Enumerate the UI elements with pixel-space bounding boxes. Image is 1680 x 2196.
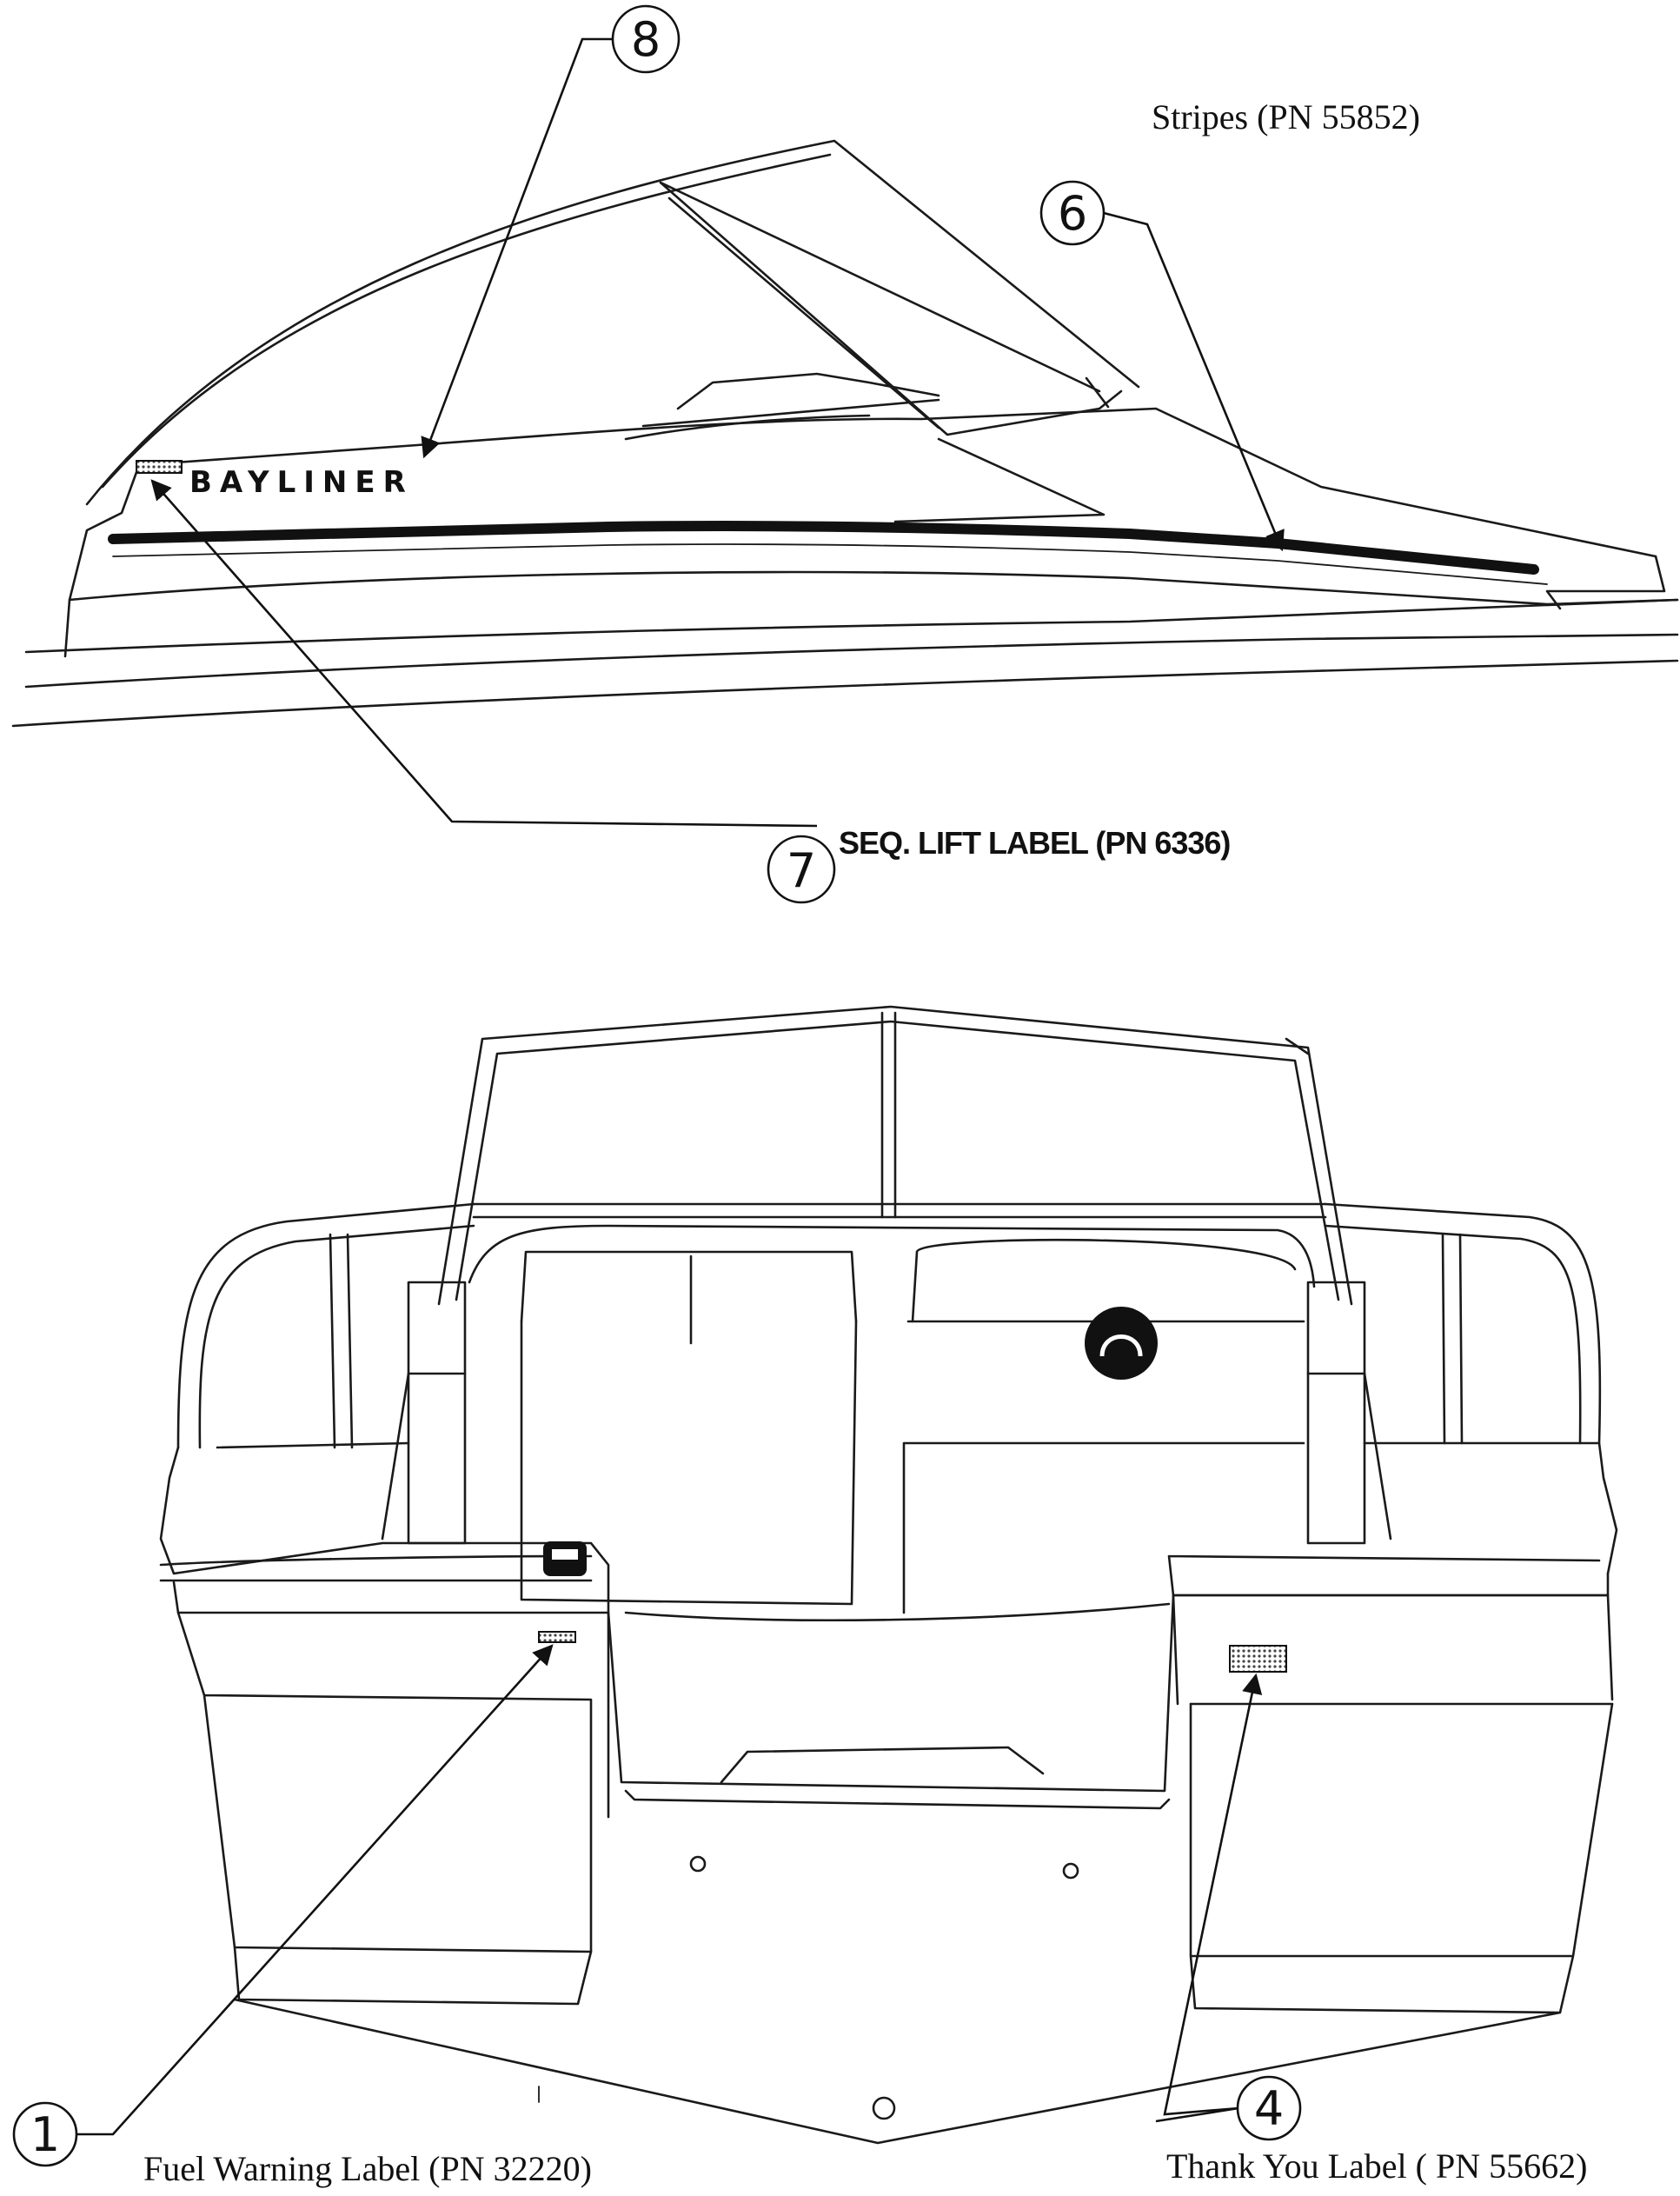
fuel-warning-label-marker — [538, 1631, 576, 1643]
callout-7: 7 SEQ. LIFT LABEL (PN 6336) — [150, 479, 1231, 904]
engine-cover — [520, 1320, 858, 1606]
bimini-frame — [85, 139, 1140, 506]
thank-you-label-text: Thank You Label ( PN 55662) — [1166, 2146, 1587, 2186]
rear-view — [159, 1005, 1618, 2145]
seq-lift-label-marker — [136, 460, 183, 474]
hull-bottom — [233, 1998, 1562, 2145]
rear-seat-back — [468, 1224, 1316, 1288]
deck-line — [137, 407, 1657, 558]
bow — [1545, 555, 1666, 610]
callout-7-number: 7 — [787, 843, 816, 898]
side-view: BAYLINER — [11, 139, 1679, 728]
callout-1-number: 1 — [30, 2107, 60, 2162]
seq-lift-label-text: SEQ. LIFT LABEL (PN 6336) — [839, 825, 1230, 861]
callout-6-number: 6 — [1058, 186, 1087, 241]
callout-4: 4 Thank You Label ( PN 55662) — [1155, 1673, 1587, 2186]
callout-1: 1 Fuel Warning Label (PN 32220) — [12, 1644, 592, 2188]
rear-bimini-frame — [437, 1005, 1353, 1306]
left-transom-box — [172, 1580, 610, 1614]
stripes-label: Stripes (PN 55852) — [1152, 97, 1420, 136]
callout-6: Stripes (PN 55852) 6 — [1039, 97, 1420, 552]
bimini-frame-inner — [101, 153, 832, 489]
rear-side-rails — [176, 1202, 1602, 1449]
fuel-warning-label-text: Fuel Warning Label (PN 32220) — [143, 2149, 592, 2188]
filler-cap — [1085, 1307, 1158, 1380]
right-transom-box — [1167, 1554, 1610, 1597]
rear-gunwale-left — [159, 1446, 610, 1601]
thank-you-label-marker — [1229, 1645, 1287, 1673]
transom-center — [607, 1594, 1175, 1793]
hull-brand-text: BAYLINER — [189, 465, 414, 500]
stripe — [108, 520, 1539, 575]
callout-8: 8 — [421, 4, 681, 459]
dash — [624, 372, 940, 441]
windshield — [659, 181, 1123, 436]
callout-8-number: 8 — [631, 12, 661, 67]
callout-4-number: 4 — [1254, 2081, 1284, 2136]
